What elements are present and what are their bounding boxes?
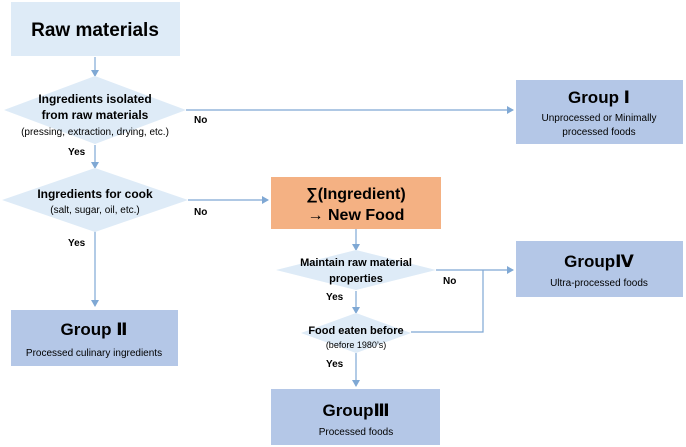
label-isolated-yes: Yes <box>68 147 86 158</box>
decision-ingredients-cook: Ingredients for cook (salt, sugar, oil, … <box>2 168 188 232</box>
label-maintain-yes: Yes <box>326 292 344 303</box>
group1-line1: Unprocessed or Minimally <box>541 113 656 124</box>
group1-line2: processed foods <box>562 127 635 138</box>
decision-isolated-line1: Ingredients isolated <box>38 92 151 106</box>
decision-cook-line1: Ingredients for cook <box>37 187 153 201</box>
new-food-line2: → New Food <box>308 207 405 224</box>
group2-line1: Processed culinary ingredients <box>26 348 162 359</box>
group2-title: Group Ⅱ <box>61 320 128 339</box>
label-isolated-no: No <box>194 115 207 126</box>
label-maintain-no: No <box>443 276 456 287</box>
group2-box: Group Ⅱ Processed culinary ingredients <box>11 310 178 366</box>
group1-box: Group Ⅰ Unprocessed or Minimally process… <box>516 80 683 144</box>
decision-maintain-properties: Maintain raw material properties <box>276 250 436 290</box>
raw-materials-box: Raw materials <box>11 2 180 56</box>
group3-line1: Processed foods <box>319 427 394 438</box>
group4-box: GroupⅣ Ultra-processed foods <box>516 241 683 297</box>
label-cook-no: No <box>194 207 207 218</box>
edge-labels: No Yes No Yes Yes No Yes <box>68 115 456 370</box>
decision-food-eaten-before: Food eaten before (before 1980’s) <box>301 313 411 353</box>
decision-ingredients-isolated: Ingredients isolated from raw materials … <box>4 76 186 144</box>
decision-maintain-line1: Maintain raw material <box>300 257 412 269</box>
group3-title: GroupⅢ <box>322 401 389 420</box>
label-cook-yes: Yes <box>68 238 86 249</box>
decision-eaten-line2: (before 1980’s) <box>326 340 386 350</box>
label-eaten-yes: Yes <box>326 359 344 370</box>
new-food-box: ∑(Ingredient) → New Food <box>271 177 441 229</box>
group4-line1: Ultra-processed foods <box>550 278 648 289</box>
raw-materials-title: Raw materials <box>31 20 159 41</box>
decision-cook-line2: (salt, sugar, oil, etc.) <box>50 205 139 216</box>
new-food-line1: ∑(Ingredient) <box>306 186 405 203</box>
decision-eaten-line1: Food eaten before <box>308 325 403 337</box>
decision-isolated-line3: (pressing, extraction, drying, etc.) <box>21 127 169 138</box>
group4-title: GroupⅣ <box>564 252 634 271</box>
decision-maintain-line2: properties <box>329 273 383 285</box>
group1-title: Group Ⅰ <box>568 88 630 107</box>
decision-isolated-line2: from raw materials <box>42 108 149 122</box>
edge-eaten-no-to-group4 <box>411 270 484 333</box>
group3-box: GroupⅢ Processed foods <box>271 389 440 445</box>
connectors <box>91 57 514 387</box>
